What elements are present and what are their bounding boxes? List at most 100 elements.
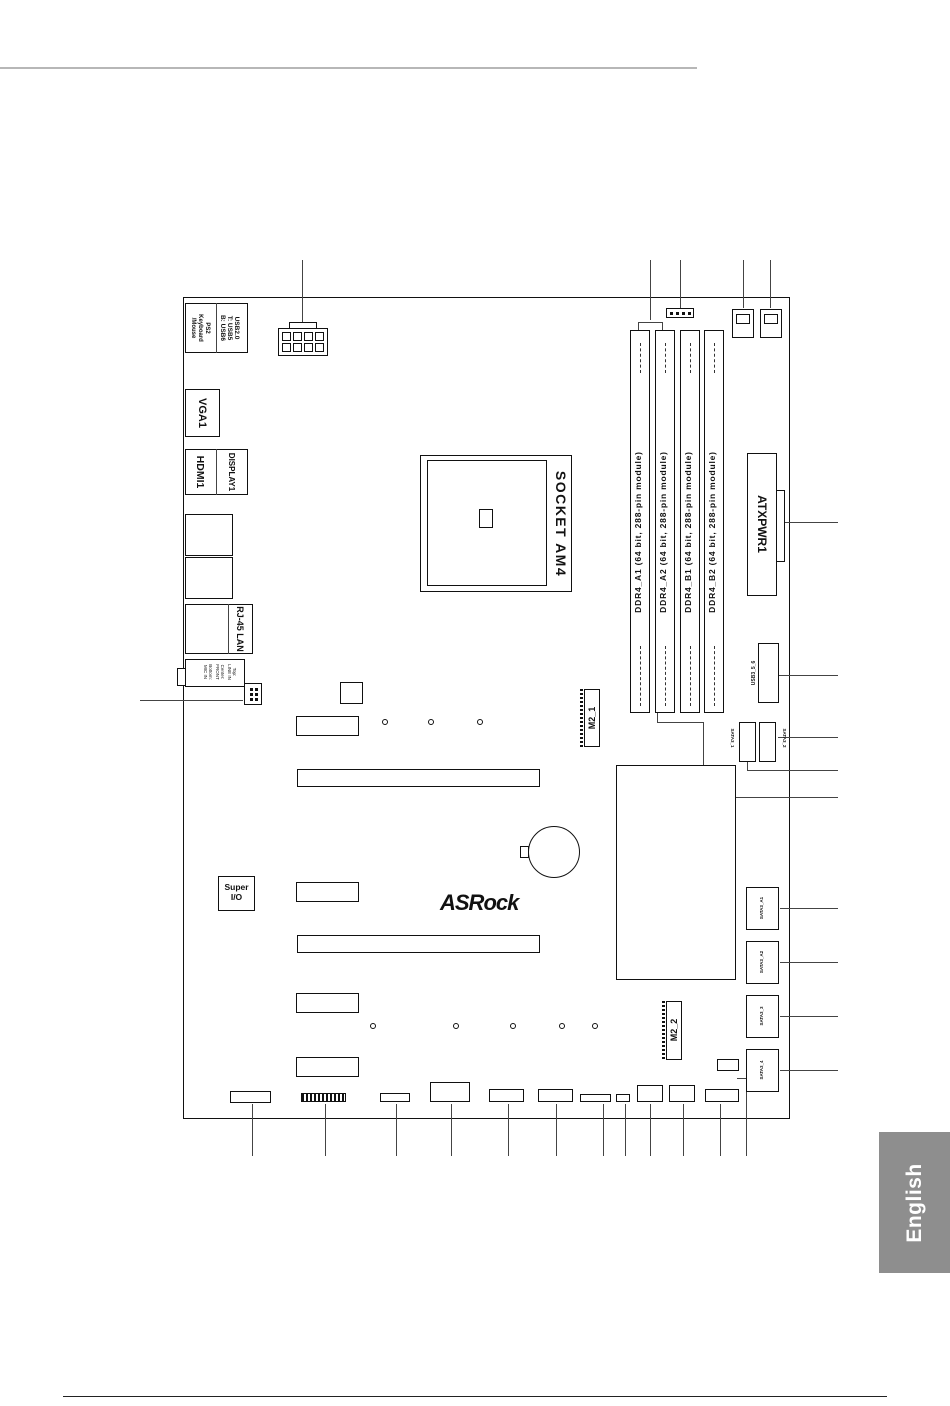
dimm-slot-b2[interactable] [704,330,724,713]
sata-port-1[interactable] [739,722,756,762]
pin [255,698,258,701]
callout-line [650,260,651,320]
dimm-label-a2: DDR4_A2 (64 bit, 288-pin module) [658,451,668,613]
callout-line [703,722,704,797]
mounting-hole [370,1023,376,1029]
dimm-slot-a2[interactable] [655,330,675,713]
sata-port-4[interactable] [746,1049,779,1092]
dimm-label-b2: DDR4_B2 (64 bit, 288-pin module) [707,451,717,613]
rj45-label: RJ-45 LAN [235,606,245,652]
m2-slot-1[interactable] [584,689,600,747]
dimm-slot-a1[interactable] [630,330,650,713]
port-divider [216,449,217,495]
cpu-marker [479,509,493,528]
callout-line [638,322,651,323]
bottom-fan-header-1[interactable] [637,1085,663,1102]
m2-1-label: M2_1 [587,706,597,730]
callout-line [680,260,681,308]
bottom-header-small-3[interactable] [717,1059,739,1071]
callout-line [657,712,658,722]
pcie-x16-slot-1[interactable] [297,769,540,787]
battery-clip [520,846,529,858]
dimm-slot-b1[interactable] [680,330,700,713]
callout-line [779,522,838,523]
callout-line [302,260,303,322]
sata-port-3[interactable] [746,995,779,1038]
mounting-hole [453,1023,459,1029]
bottom-header-tpm[interactable] [301,1093,346,1102]
rj45-port [185,604,253,654]
bottom-header-rgb[interactable] [380,1093,410,1102]
bottom-header-com[interactable] [430,1082,470,1102]
pin [670,312,673,315]
power-pin [293,332,302,341]
callout-line [140,700,243,701]
pcie-x16-slot-2[interactable] [297,935,540,953]
language-tab[interactable]: English [879,1132,950,1273]
mounting-hole [510,1023,516,1029]
bottom-rule [63,1396,887,1397]
bottom-header-small-2[interactable] [616,1094,630,1102]
callout-line [747,770,838,771]
callout-line [746,1078,747,1156]
sata-port-2[interactable] [759,722,776,762]
callout-line [770,260,771,308]
callout-line [625,1104,626,1156]
callout-line [778,737,838,738]
pin [250,688,253,691]
pcie-x1-slot-2[interactable] [296,882,359,902]
port-divider [228,604,229,654]
audio-top-label: Top: LINE IN [227,664,237,680]
sata-1-label: SATA3_1 [730,728,736,748]
dimm-label-a1: DDR4_A1 (64 bit, 288-pin module) [633,451,643,613]
callout-line [720,1104,721,1156]
sata-port-a1[interactable] [746,887,779,930]
callout-line [780,1070,838,1071]
pcie-x1-slot-1[interactable] [296,716,359,736]
pcie-x1-slot-3[interactable] [296,993,359,1013]
bottom-header-small-1[interactable] [580,1094,611,1102]
ps2-port-label: PS2 Keyboard /Mouse [190,314,211,342]
bottom-header-panel[interactable] [705,1089,739,1102]
pin [250,698,253,701]
power-pin [304,343,313,352]
mounting-hole [559,1023,565,1029]
callout-line [556,1104,557,1156]
power-pin [315,332,324,341]
fan-header-left[interactable] [244,683,262,705]
pin [250,693,253,696]
callout-line [780,962,838,963]
fan-header-top-1-inner [736,314,750,324]
pcie-x1-slot-4[interactable] [296,1057,359,1077]
atx-power-label: ATXPWR1 [755,495,769,553]
audio-tab [177,668,186,686]
callout-line [638,322,639,330]
callout-line [737,1078,746,1079]
sata-port-a2[interactable] [746,941,779,984]
port-divider [216,303,217,353]
sata-a1-label: SATA3_A1 [758,896,764,920]
bottom-fan-header-2[interactable] [669,1085,695,1102]
callout-line [650,1104,651,1156]
usb3-header[interactable] [758,643,779,703]
usb-stack-1 [185,514,233,556]
usb-stack-2 [185,557,233,599]
rgb-header-top[interactable] [666,308,694,318]
callout-line [662,322,663,330]
power-pin [282,343,291,352]
callout-line [508,1104,509,1156]
bottom-header-usb-1[interactable] [489,1089,524,1102]
chipset-small [340,682,363,704]
audio-jacks [185,659,245,687]
super-io-label: Super I/O [224,882,249,902]
audio-bottom-label: Bottom: MIC IN [203,664,213,680]
hdmi-label: HDMI1 [194,455,206,489]
bottom-header-audio[interactable] [230,1091,271,1103]
callout-line [396,1104,397,1156]
bottom-header-usb-2[interactable] [538,1089,573,1102]
m2-slot-2[interactable] [666,1001,682,1060]
sata-a2-label: SATA3_A2 [758,950,764,974]
callout-line [778,675,838,676]
pin [255,688,258,691]
usb-port-label: USB2.0 T: USB5 B: USB6 [219,314,241,341]
